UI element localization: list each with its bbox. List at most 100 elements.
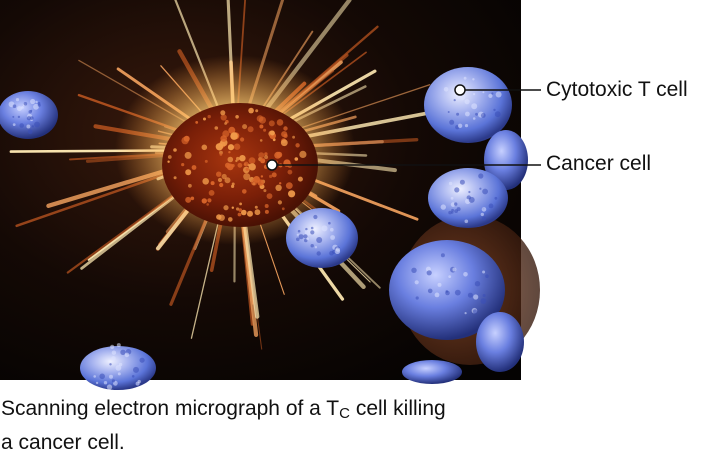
granule	[221, 173, 227, 180]
granule	[236, 207, 240, 211]
t-cell-bump	[464, 312, 467, 315]
granule	[216, 171, 222, 177]
t-cell-pointer-dot	[454, 84, 466, 96]
t-cell-bump	[472, 309, 478, 314]
t-cell-bump	[411, 267, 417, 273]
t-cell-bump	[296, 233, 299, 236]
granule	[183, 135, 190, 142]
granule	[259, 139, 263, 142]
granule	[188, 183, 192, 188]
granule	[220, 110, 226, 116]
caption-line1-start: Scanning electron micrograph of a T	[1, 397, 340, 420]
granule	[228, 151, 231, 154]
t-cell-bump	[454, 202, 458, 206]
granule	[254, 209, 261, 216]
t-cell-bump	[463, 272, 468, 277]
granule	[264, 155, 269, 160]
t-cell-bump	[12, 115, 15, 118]
granule	[245, 167, 249, 171]
t-cell-bump	[464, 219, 469, 224]
granule	[236, 156, 240, 161]
granule	[280, 139, 288, 147]
granule	[294, 157, 299, 161]
t-cell-bump	[456, 112, 460, 116]
granule	[276, 119, 284, 126]
t-cell-bump	[29, 116, 34, 120]
granule	[239, 202, 243, 206]
granule	[207, 198, 212, 203]
t-cell-bump	[321, 225, 328, 232]
t-cell-bump	[426, 270, 432, 276]
granule	[241, 209, 247, 216]
t-cell-bump	[296, 237, 300, 242]
granule	[224, 122, 228, 125]
cytotoxic-t-cell-label: Cytotoxic T cell	[546, 78, 688, 101]
t-cell-bump	[488, 203, 494, 209]
granule	[219, 153, 223, 156]
granule	[227, 144, 235, 151]
granule	[269, 130, 275, 136]
t-cell-bump	[481, 207, 487, 212]
granule	[276, 151, 283, 158]
t-cell-bump	[471, 103, 478, 110]
t-cell-bump	[28, 110, 32, 114]
t-cell-bump	[463, 76, 467, 80]
t-cell-bump	[111, 379, 115, 383]
granule	[254, 205, 258, 209]
t-cell-bump	[328, 221, 331, 225]
t-cell-bump	[16, 106, 22, 112]
granule	[218, 214, 225, 221]
granule	[184, 151, 192, 159]
granule	[204, 159, 208, 163]
t-cell-bump	[448, 181, 453, 186]
granule	[231, 184, 235, 188]
t-cell-bump	[21, 106, 24, 109]
granule	[202, 178, 209, 185]
t-cell-bump	[474, 281, 481, 287]
granule	[231, 182, 235, 186]
t-cell-bump	[28, 129, 33, 134]
granule	[281, 207, 285, 211]
granule	[201, 198, 207, 204]
t-cell-bump	[131, 375, 135, 378]
granule	[242, 124, 248, 130]
granule	[237, 212, 242, 217]
granule	[231, 206, 234, 209]
granule	[264, 204, 269, 208]
t-cell-bump	[485, 274, 489, 279]
t-cell-bump	[415, 296, 419, 300]
t-cell-bump	[447, 111, 450, 113]
t-cell-bump	[480, 298, 487, 304]
granule	[243, 161, 249, 167]
t-cell-bottom-right	[476, 312, 524, 372]
t-cell-bump	[494, 111, 501, 118]
t-cell-bump	[298, 234, 304, 240]
granule	[191, 165, 197, 170]
granule	[203, 117, 206, 121]
t-cell-bump	[445, 290, 449, 293]
granule	[185, 196, 192, 203]
t-cell-bump	[329, 250, 334, 256]
granule	[185, 169, 192, 176]
granule	[287, 169, 293, 175]
t-cell-bump	[494, 196, 498, 200]
t-cell-bump	[26, 116, 31, 121]
granule	[266, 193, 273, 200]
granule	[239, 155, 246, 162]
t-cell-bump	[482, 91, 485, 94]
granule	[264, 152, 268, 156]
t-cell-bump	[434, 292, 440, 298]
t-cell-bump	[480, 113, 486, 118]
t-cell-bump	[473, 93, 476, 96]
granule	[250, 179, 258, 186]
granule	[217, 177, 223, 183]
granule	[195, 121, 199, 124]
t-cell-bump	[472, 117, 476, 120]
granule	[228, 126, 236, 134]
t-cell-bump	[133, 366, 139, 373]
t-cell-bump	[479, 187, 482, 190]
t-cell-bump	[115, 365, 122, 371]
granule	[292, 135, 295, 139]
t-cell-bump	[314, 246, 318, 249]
t-cell-bump	[482, 270, 486, 274]
